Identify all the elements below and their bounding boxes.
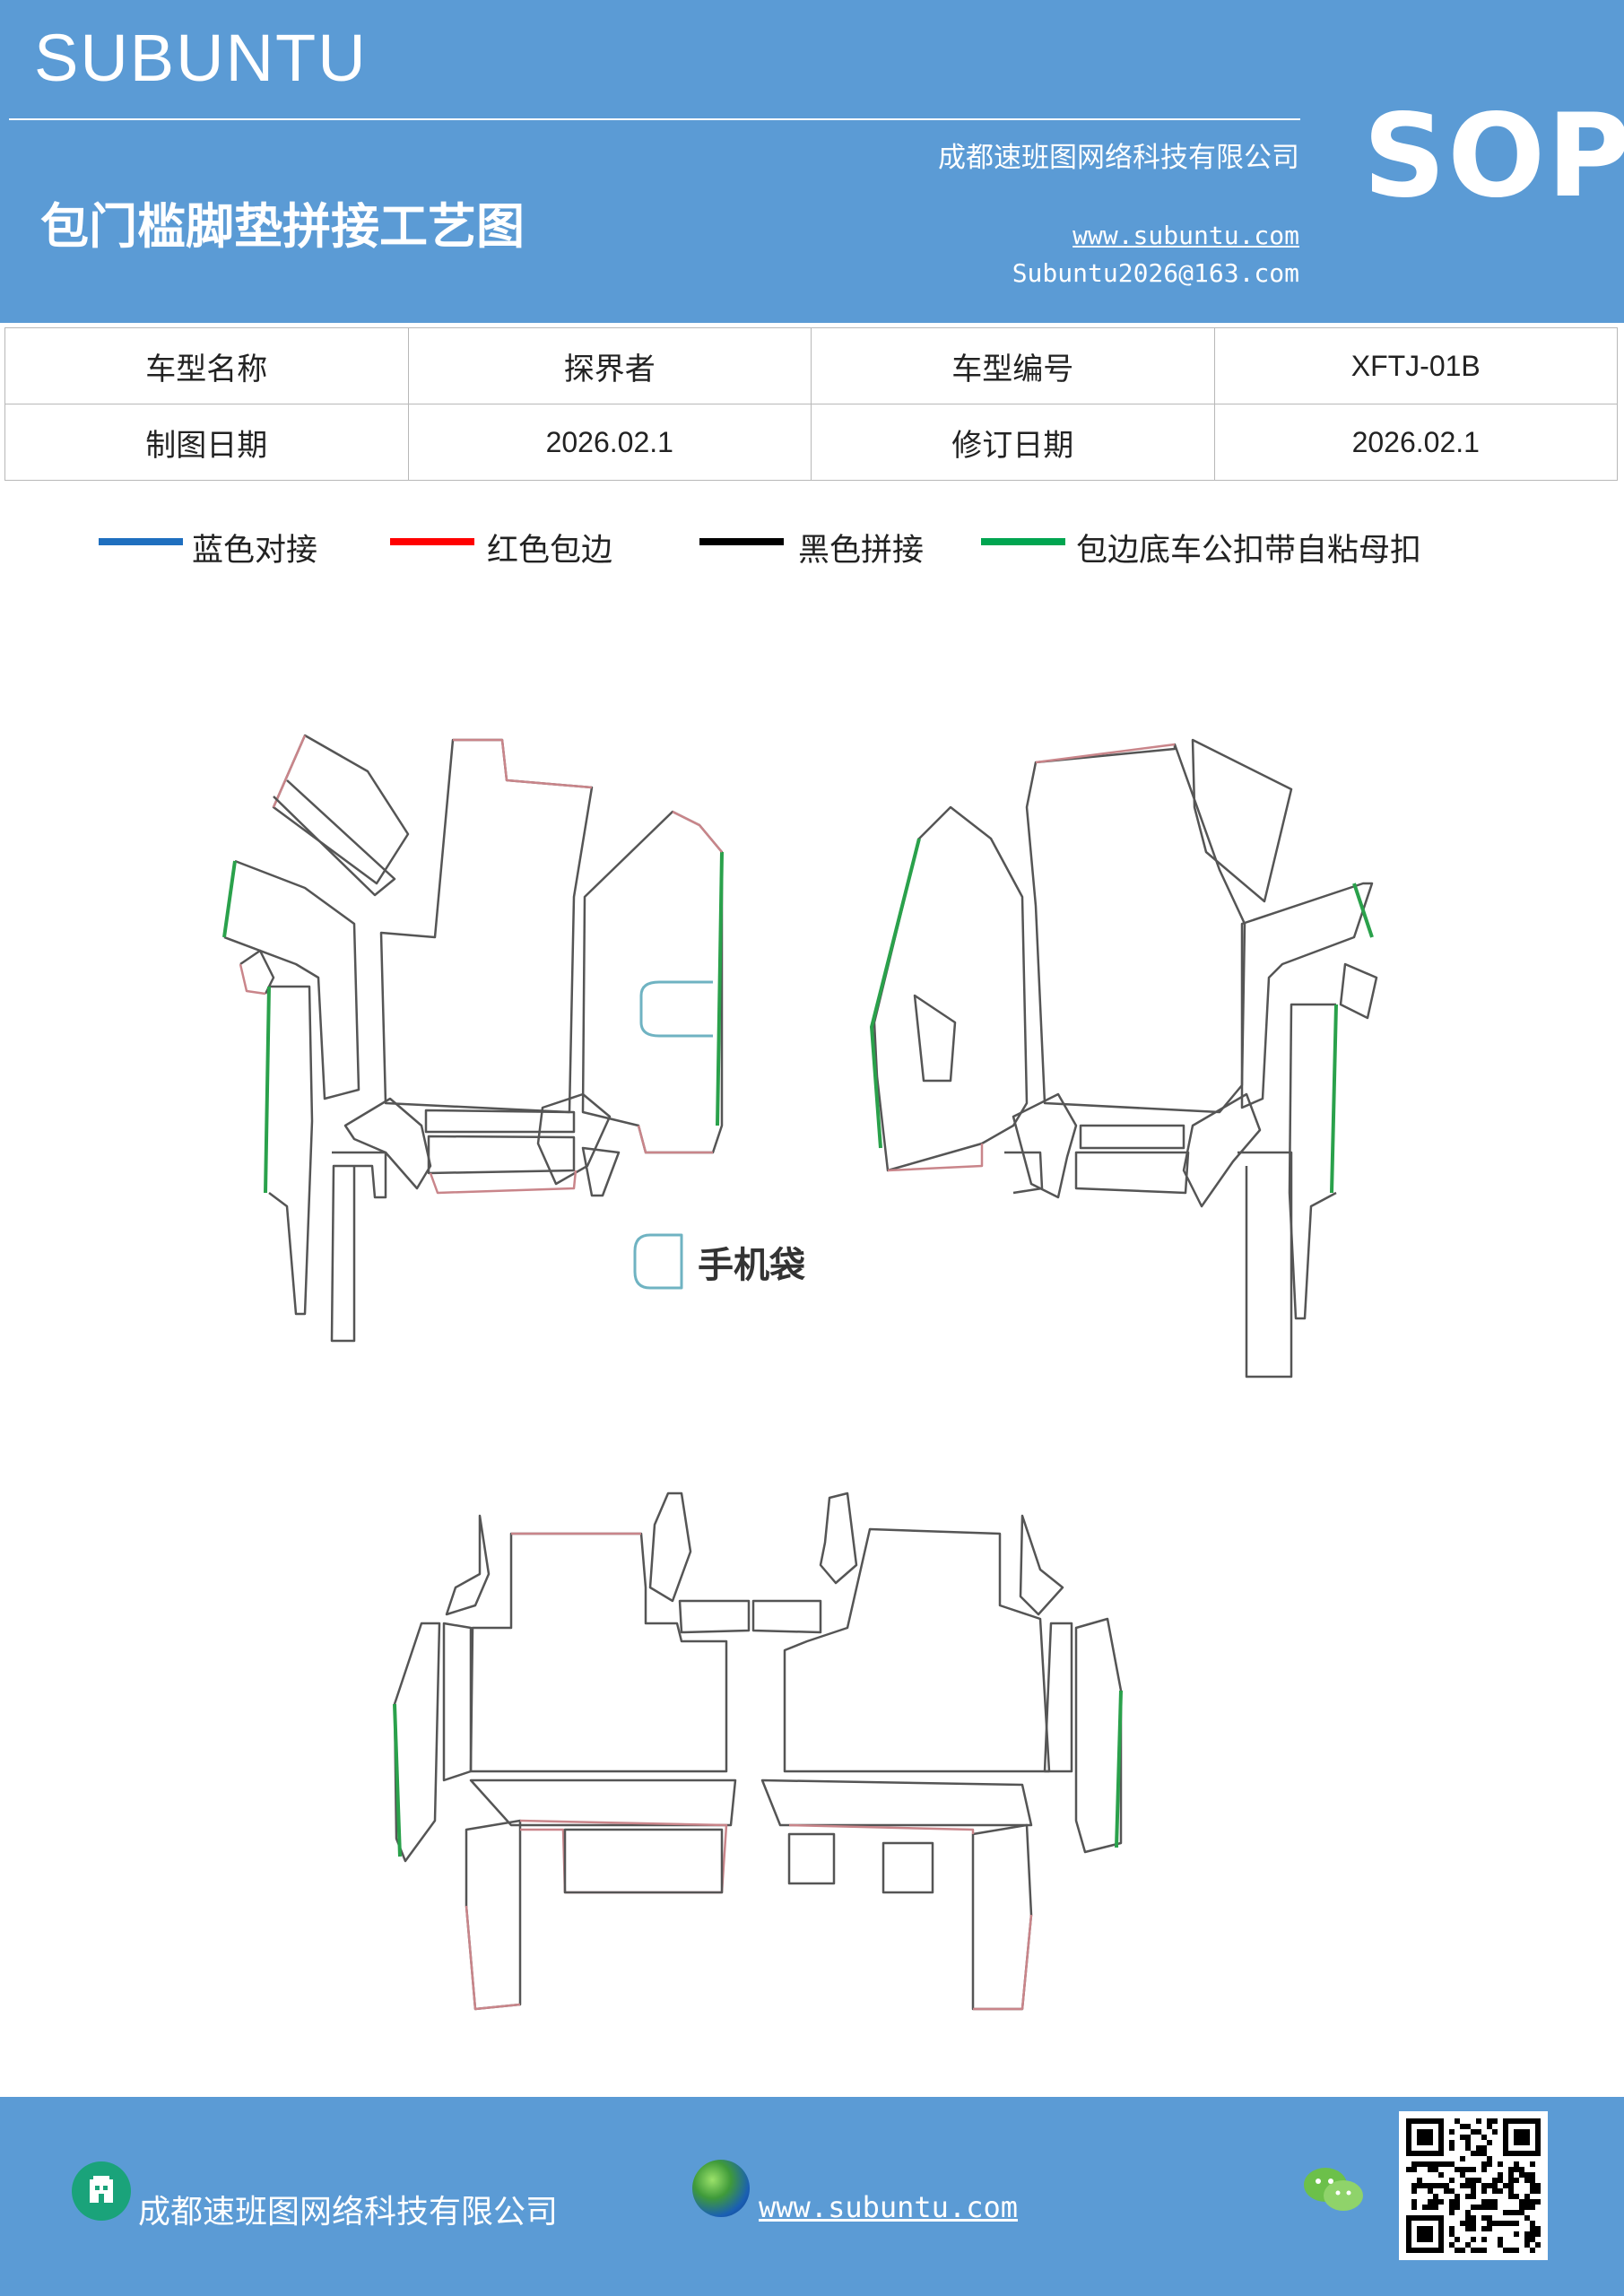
table-label: 车型名称	[4, 327, 409, 404]
table-label: 修订日期	[811, 404, 1215, 481]
sop-badge: SOP	[1363, 90, 1624, 223]
header-company: 成都速班图网络科技有限公司	[938, 142, 1299, 174]
legend-label: 包边底车公扣带自粘母扣	[1076, 533, 1422, 569]
legend-swatch-red	[390, 538, 474, 545]
table-row: 制图日期 2026.02.1 修订日期 2026.02.1	[4, 404, 1618, 481]
legend-label: 黑色拼接	[798, 533, 925, 569]
legend-label: 蓝色对接	[192, 533, 318, 569]
header-banner	[0, 0, 1624, 323]
footer-company: 成都速班图网络科技有限公司	[138, 2194, 559, 2231]
header-website-link[interactable]: www.subuntu.com	[1073, 221, 1299, 250]
table-row: 车型名称 探界者 车型编号 XFTJ-01B	[4, 327, 1618, 404]
header-divider	[9, 118, 1300, 120]
phone-pocket-icon	[633, 1233, 683, 1290]
footer-website-link[interactable]: www.subuntu.com	[759, 2190, 1018, 2224]
rear-mat-group	[393, 1492, 1123, 2011]
table-value: XFTJ-01B	[1213, 327, 1618, 404]
table-value: 探界者	[407, 327, 812, 404]
building-icon	[72, 2161, 131, 2221]
table-label: 车型编号	[811, 327, 1215, 404]
brand-name: SUBUNTU	[34, 21, 368, 95]
legend-swatch-black	[699, 538, 784, 545]
qr-code[interactable]	[1399, 2111, 1548, 2260]
legend-swatch-green	[981, 538, 1065, 545]
info-table: 车型名称 探界者 车型编号 XFTJ-01B 制图日期 2026.02.1 修订…	[4, 327, 1618, 481]
table-label: 制图日期	[4, 404, 409, 481]
page-title: 包门槛脚垫拼接工艺图	[40, 198, 525, 255]
header-email[interactable]: Subuntu2026@163.com	[1012, 258, 1299, 288]
table-value: 2026.02.1	[407, 404, 812, 481]
globe-icon	[692, 2160, 750, 2217]
front-right-mat-group	[870, 738, 1378, 1378]
legend-swatch-blue	[99, 538, 183, 545]
legend-label: 红色包边	[487, 533, 613, 569]
wechat-icon[interactable]	[1302, 2163, 1365, 2217]
table-value: 2026.02.1	[1213, 404, 1618, 481]
phone-pocket-label: 手机袋	[698, 1245, 805, 1286]
front-left-mat-group	[222, 734, 724, 1343]
